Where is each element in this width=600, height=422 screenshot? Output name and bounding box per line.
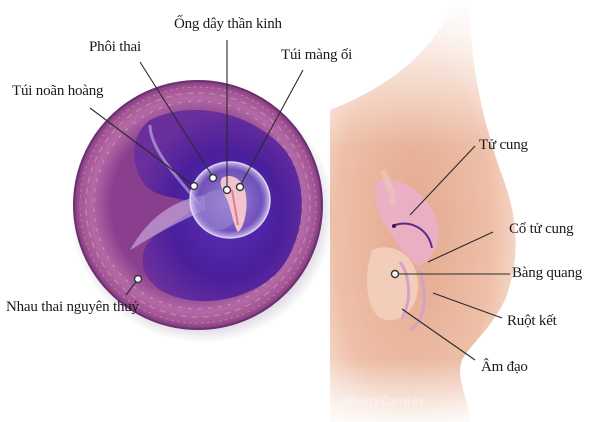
label-cervix: Cổ tử cung [509,221,574,237]
label-neural-tube: Ống dây thần kinh [174,16,282,32]
label-yolk-sac: Túi noãn hoàng [12,83,104,99]
leader-lines [89,40,510,361]
pointer-dots [133,173,400,284]
label-colon: Ruột kết [507,313,557,329]
body-silhouette [320,0,520,422]
label-bladder: Bàng quang [512,265,583,281]
label-vagina: Âm đạo [481,359,528,375]
label-uterus: Tử cung [479,137,528,153]
label-primitive-placenta: Nhau thai nguyên thuỷ [6,299,139,315]
label-amniotic-sac: Túi màng ối [281,47,353,63]
label-embryo: Phôi thai [89,39,141,55]
gestational-sac [73,80,323,330]
watermark: BabyCenter [347,393,425,408]
